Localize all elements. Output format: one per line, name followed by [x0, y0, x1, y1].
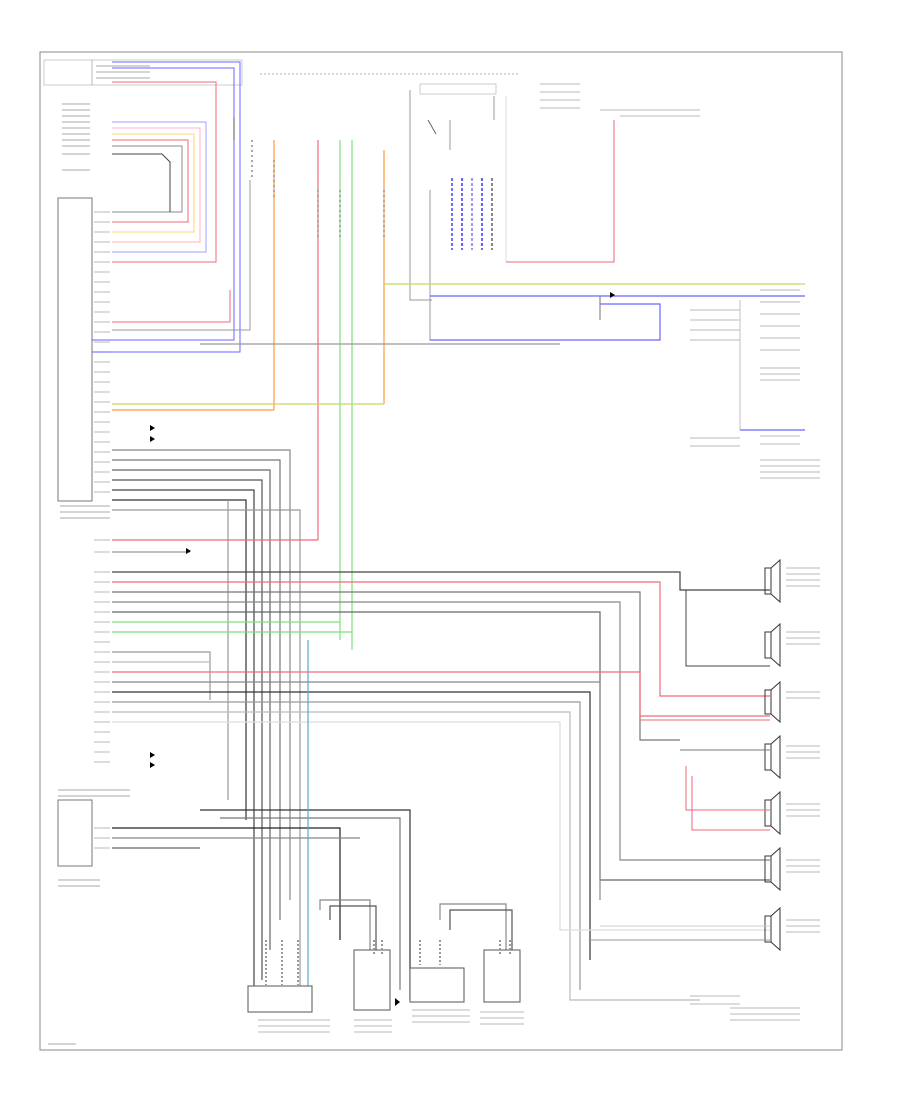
speaker-feed-wires [590, 590, 770, 941]
right-bus-lines [200, 283, 805, 431]
speaker-labels [690, 567, 820, 1021]
right-front-tweeter [764, 790, 781, 836]
left-front-tweeter [764, 680, 781, 724]
bottom-module-labels [258, 1009, 524, 1033]
head-unit-box [57, 197, 93, 502]
right-speakers [764, 558, 781, 952]
fuse-marks [251, 140, 385, 240]
right-rear-door-speaker-box [483, 949, 521, 1003]
left-rear-door-speaker-box [353, 949, 391, 1011]
diagram-frame [39, 51, 843, 1051]
front-center-speaker [764, 558, 781, 604]
middle-harness [112, 449, 301, 1000]
right-bus-labels [540, 83, 820, 479]
bottom-modules [247, 949, 521, 1013]
head-unit-pin-labels [94, 211, 110, 849]
bottom-wires [112, 640, 513, 1000]
arrow-markers [150, 292, 615, 1006]
left-front-speaker [764, 622, 781, 668]
aux-block-box [57, 799, 93, 867]
top-switch-block [409, 83, 615, 341]
rear-center-module-box [409, 967, 465, 1003]
right-rear-speaker [764, 906, 781, 952]
bottom-connector-marks [265, 940, 511, 985]
left-rear-speaker [764, 846, 781, 892]
amp-output-wires [112, 539, 770, 1001]
top-left-connector [43, 59, 243, 86]
top-wire-bundle [92, 61, 251, 353]
right-front-speaker [764, 734, 781, 780]
vertical-drops [112, 140, 385, 650]
antenna-amp-box [247, 985, 313, 1013]
fuse-columns [451, 178, 493, 250]
left-label-lines [58, 65, 150, 887]
